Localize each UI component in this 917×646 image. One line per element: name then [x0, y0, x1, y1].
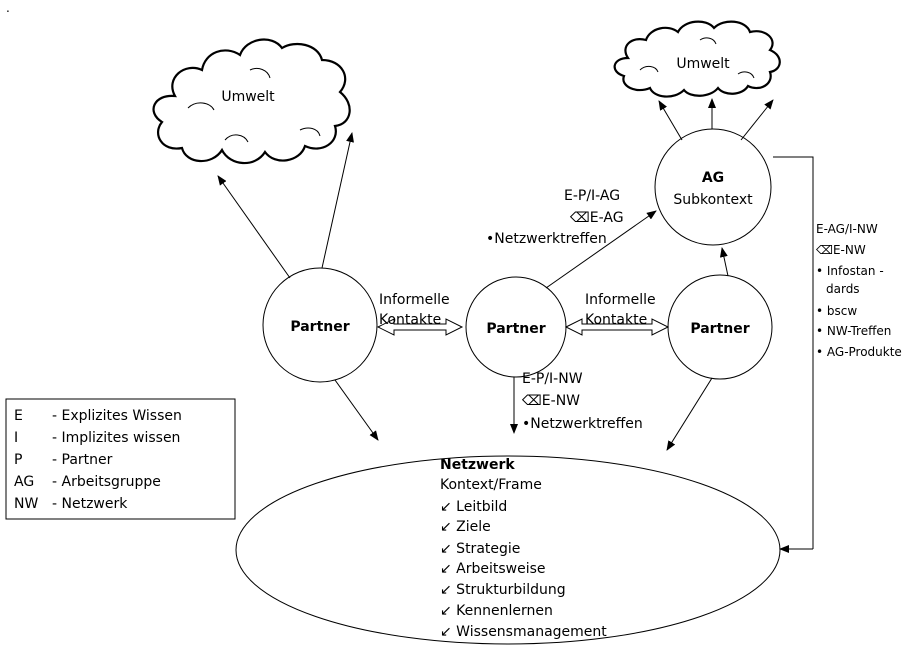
netzwerk-item: ↙ Arbeitsweise	[440, 561, 546, 577]
legend: E - Explizites Wissen I - Implizites wis…	[5, 398, 236, 520]
label-line: ⌫E-AG	[570, 210, 624, 226]
umwelt-label-right: Umwelt	[676, 56, 730, 72]
label-line: • NW-Treffen	[816, 324, 891, 338]
label-line: E-P/I-NW	[522, 371, 583, 387]
arrow-partner-left-to-umwelt-2	[321, 132, 354, 269]
corner-mark: .	[6, 1, 10, 15]
arrow-partner-right-to-ag	[719, 247, 729, 277]
kontakte-label-2: Kontakte	[585, 312, 647, 328]
informelle-kontakte-arrow-1	[376, 318, 464, 336]
ag-subtitle: Subkontext	[673, 192, 753, 208]
legend-desc: - Explizites Wissen	[52, 408, 182, 424]
label-line: E-P/I-AG	[564, 188, 620, 204]
netzwerk-item: ↙ Strategie	[440, 541, 520, 557]
label-line: ⌫E-NW	[522, 393, 580, 409]
legend-abbr: P	[14, 452, 22, 468]
legend-desc: - Implizites wissen	[52, 430, 180, 446]
umwelt-label-left: Umwelt	[221, 89, 275, 105]
partner-node-right: Partner	[667, 274, 773, 380]
label-line: • AG-Produkte	[816, 345, 902, 359]
arrow-ag-to-umwelt-1	[658, 100, 683, 141]
legend-abbr: NW	[14, 496, 38, 512]
umwelt-cloud-right: Umwelt	[613, 20, 781, 98]
label-line: •Netzwerktreffen	[522, 416, 643, 432]
label-line: E-AG/I-NW	[816, 222, 878, 236]
label-line: dards	[826, 282, 860, 296]
arrow-partner-left-to-netzwerk	[334, 379, 379, 441]
arrow-partner-middle-to-ag	[545, 210, 657, 289]
legend-desc: - Netzwerk	[52, 496, 128, 512]
ag-title: AG	[702, 170, 724, 186]
informelle-label-1: Informelle	[379, 292, 450, 308]
partner-label-right: Partner	[690, 321, 749, 337]
legend-abbr: I	[14, 430, 18, 446]
label-partner-to-ag: E-P/I-AG ⌫E-AG •Netzwerktreffen	[486, 188, 624, 247]
arrow-partner-left-to-umwelt	[217, 175, 291, 279]
label-ag-to-netzwerk: E-AG/I-NW ⌫E-NW • Infostan - dards • bsc…	[815, 222, 902, 359]
partner-node-middle: Partner	[465, 276, 567, 378]
kontakte-label-1: Kontakte	[379, 312, 441, 328]
netzwerk-subtitle: Kontext/Frame	[440, 477, 542, 493]
netzwerk-item: ↙ Kennenlernen	[440, 603, 553, 619]
netzwerk-item: ↙ Ziele	[440, 519, 491, 535]
legend-desc: - Arbeitsgruppe	[52, 474, 161, 490]
legend-abbr: E	[14, 408, 23, 424]
label-line: • Infostan -	[816, 264, 884, 278]
netzwerk-node: Netzwerk Kontext/Frame ↙ Leitbild ↙ Ziel…	[235, 455, 781, 645]
ag-subkontext-node: AG Subkontext	[654, 128, 772, 246]
umwelt-cloud-left: Umwelt	[152, 38, 351, 165]
netzwerk-title: Netzwerk	[440, 457, 515, 473]
legend-desc: - Partner	[52, 452, 113, 468]
arrow-ag-to-umwelt-3	[740, 99, 774, 141]
partner-label-left: Partner	[290, 319, 349, 335]
connector-ag-to-netzwerk	[773, 156, 814, 549]
arrow-partner-right-to-netzwerk	[666, 377, 713, 451]
partner-label-middle: Partner	[486, 321, 545, 337]
label-line: • bscw	[816, 304, 857, 318]
label-partner-to-netzwerk: E-P/I-NW ⌫E-NW •Netzwerktreffen	[522, 371, 643, 432]
legend-abbr: AG	[14, 474, 34, 490]
informelle-label-2: Informelle	[585, 292, 656, 308]
informelle-kontakte-arrow-2	[564, 318, 670, 336]
label-line: ⌫E-NW	[815, 243, 866, 257]
partner-node-left: Partner	[262, 267, 378, 383]
netzwerk-item: ↙ Strukturbildung	[440, 582, 566, 598]
netzwerk-item: ↙ Wissensmanagement	[440, 624, 607, 640]
label-line: •Netzwerktreffen	[486, 231, 607, 247]
netzwerk-item: ↙ Leitbild	[440, 499, 507, 515]
